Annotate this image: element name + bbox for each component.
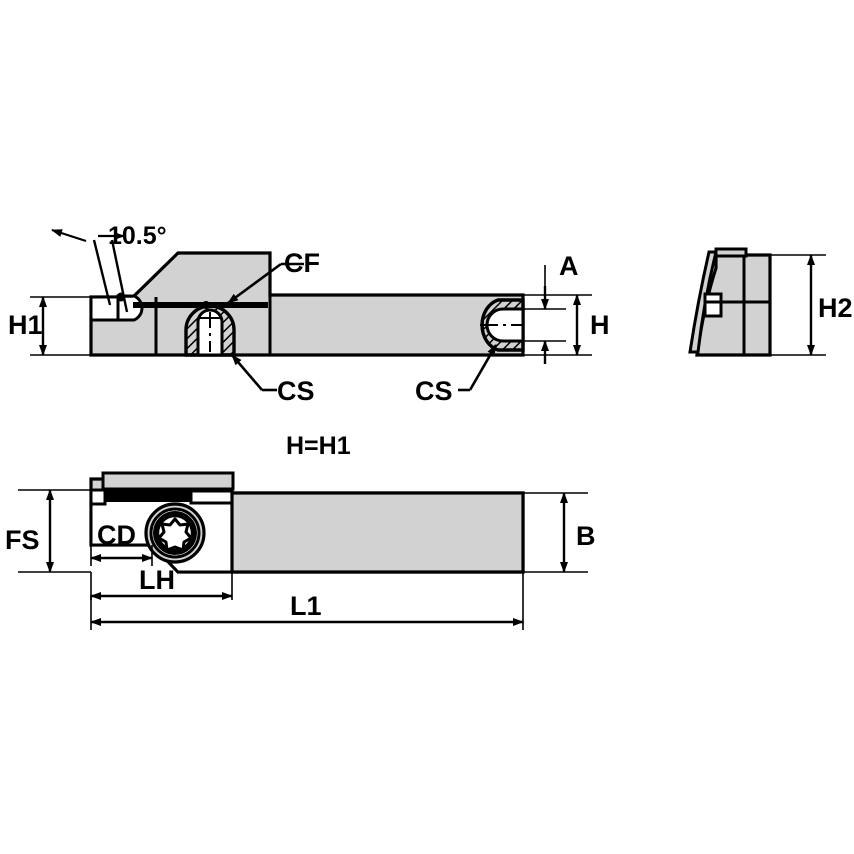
h1-label: H1 xyxy=(8,310,43,340)
coolant-port-icon xyxy=(480,298,525,352)
torx-screw-icon xyxy=(144,502,206,564)
lh-label: LH xyxy=(139,565,175,595)
end-view-blade-edge xyxy=(688,250,718,354)
end-view-insert xyxy=(703,292,723,318)
insert-clamp-top xyxy=(189,489,234,505)
end-view-group: H2 xyxy=(688,247,853,357)
cd-label: CD xyxy=(97,520,136,550)
cs-left-leader-line xyxy=(231,354,263,391)
b-label: B xyxy=(576,521,596,551)
cs-right-label: CS xyxy=(415,376,453,406)
a-label: A xyxy=(559,251,579,281)
cs-right-leader-line xyxy=(468,344,498,391)
torx-star-socket xyxy=(157,517,193,552)
l1-label: L1 xyxy=(290,591,322,621)
cf-label: CF xyxy=(284,248,320,278)
h-equals-h1-note: H=H1 xyxy=(286,432,351,460)
shank-right-top xyxy=(230,491,525,574)
clamp-screw-outline xyxy=(184,304,236,357)
cf-leader-line xyxy=(227,262,282,305)
end-view-top-lip xyxy=(714,247,748,258)
h2-label: H2 xyxy=(818,293,853,323)
insert-blade-slot-top xyxy=(105,491,191,502)
top-lip-bar xyxy=(101,471,235,491)
top-view-group: FS CD LH L1 B xyxy=(5,471,596,630)
side-view-group: H1 10.5° CF CS CS A H H=H1 xyxy=(8,222,610,460)
angle-ref-line-a xyxy=(92,239,112,306)
angle-arrow-left xyxy=(51,228,87,243)
clamp-screw-icon xyxy=(184,304,236,357)
fs-label: FS xyxy=(5,525,40,555)
insert-corner-top xyxy=(89,488,107,506)
cs-left-label: CS xyxy=(277,376,315,406)
h-label: H xyxy=(590,310,610,340)
angle-label: 10.5° xyxy=(108,222,167,250)
angle-ref-line-b xyxy=(110,239,129,313)
